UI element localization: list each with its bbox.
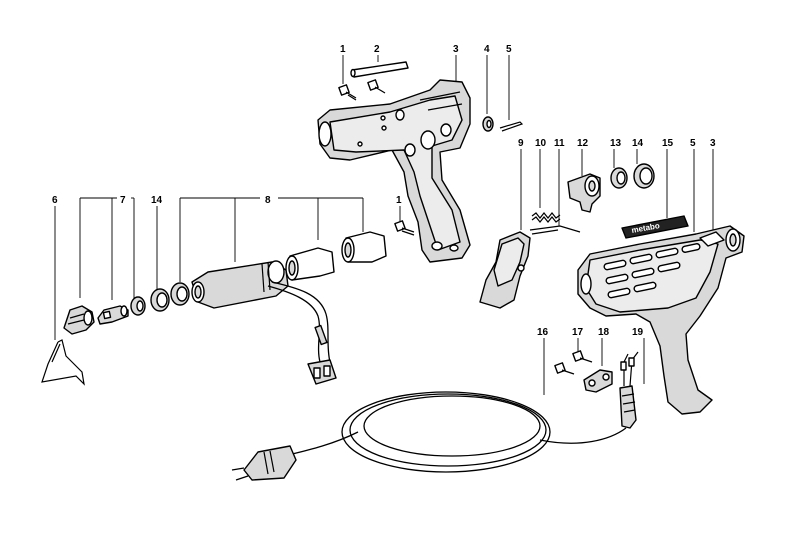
part-7-sleeve-ring [130, 296, 146, 316]
callout-1-mid: 1 [396, 195, 402, 206]
part-18-cable-clamp [583, 369, 613, 393]
callout-17: 17 [572, 327, 584, 338]
part-3-left-housing-half [317, 79, 471, 263]
part-12-feed-clamp [567, 173, 601, 213]
part-16-power-cord [231, 391, 627, 481]
part-1-screw-mid [394, 220, 415, 236]
callout-3-right-housing: 3 [710, 138, 716, 149]
callout-labels: 1 2 3 4 5 9 10 11 12 13 14 15 5 3 6 7 14… [52, 44, 716, 338]
part-17-screws [554, 350, 593, 375]
part-2-rod [350, 61, 409, 78]
part-7-nozzle-tip [97, 305, 129, 325]
part-8-heater-body [191, 260, 289, 309]
callout-16: 16 [537, 327, 549, 338]
part-8-insulating-sleeves [285, 231, 387, 281]
part-19-cord-grommet [619, 351, 639, 429]
part-4-washer [482, 116, 494, 132]
callout-8: 8 [265, 195, 271, 206]
part-11-wire [529, 225, 581, 235]
callout-15: 15 [662, 138, 674, 149]
part-6-wire-stand [41, 339, 85, 386]
part-9-trigger [479, 231, 531, 309]
part-13-ring [610, 167, 628, 189]
part-7-nozzle-cone [63, 305, 95, 335]
callout-5-top: 5 [506, 44, 512, 55]
callout-1-top: 1 [340, 44, 346, 55]
callout-6: 6 [52, 195, 58, 206]
callout-12: 12 [577, 138, 589, 149]
callout-18: 18 [598, 327, 610, 338]
part-8-heater-ring [170, 282, 190, 306]
housing-ribs [603, 243, 701, 299]
part-5-pin [499, 121, 524, 132]
callout-2: 2 [374, 44, 380, 55]
callout-14-left: 14 [151, 195, 163, 206]
callout-13: 13 [610, 138, 622, 149]
part-10-spring [531, 212, 561, 223]
part-1-screws-top [338, 79, 386, 101]
part-15-brand-label: metabo [621, 215, 689, 239]
callout-11: 11 [554, 138, 565, 149]
callout-14-right: 14 [632, 138, 644, 149]
callout-4: 4 [484, 44, 490, 55]
part-14-ring-left [150, 288, 170, 312]
callout-7: 7 [120, 195, 126, 206]
leader-lines [54, 55, 714, 395]
part-8-heater-leads [267, 281, 337, 385]
callout-10: 10 [535, 138, 547, 149]
part-3-right-housing-gun [577, 225, 745, 415]
callout-3-left-housing: 3 [453, 44, 459, 55]
callout-19: 19 [632, 327, 644, 338]
callout-5-right: 5 [690, 138, 696, 149]
part-14-ring-right [633, 163, 655, 189]
callout-9: 9 [518, 138, 524, 149]
